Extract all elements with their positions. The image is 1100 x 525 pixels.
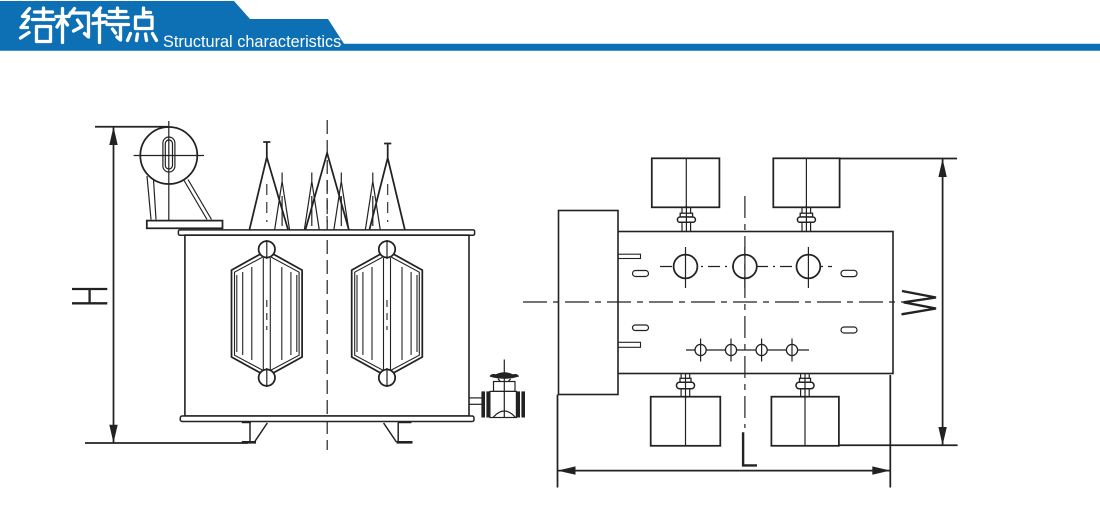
- svg-text:Structural characteristics: Structural characteristics: [163, 33, 341, 51]
